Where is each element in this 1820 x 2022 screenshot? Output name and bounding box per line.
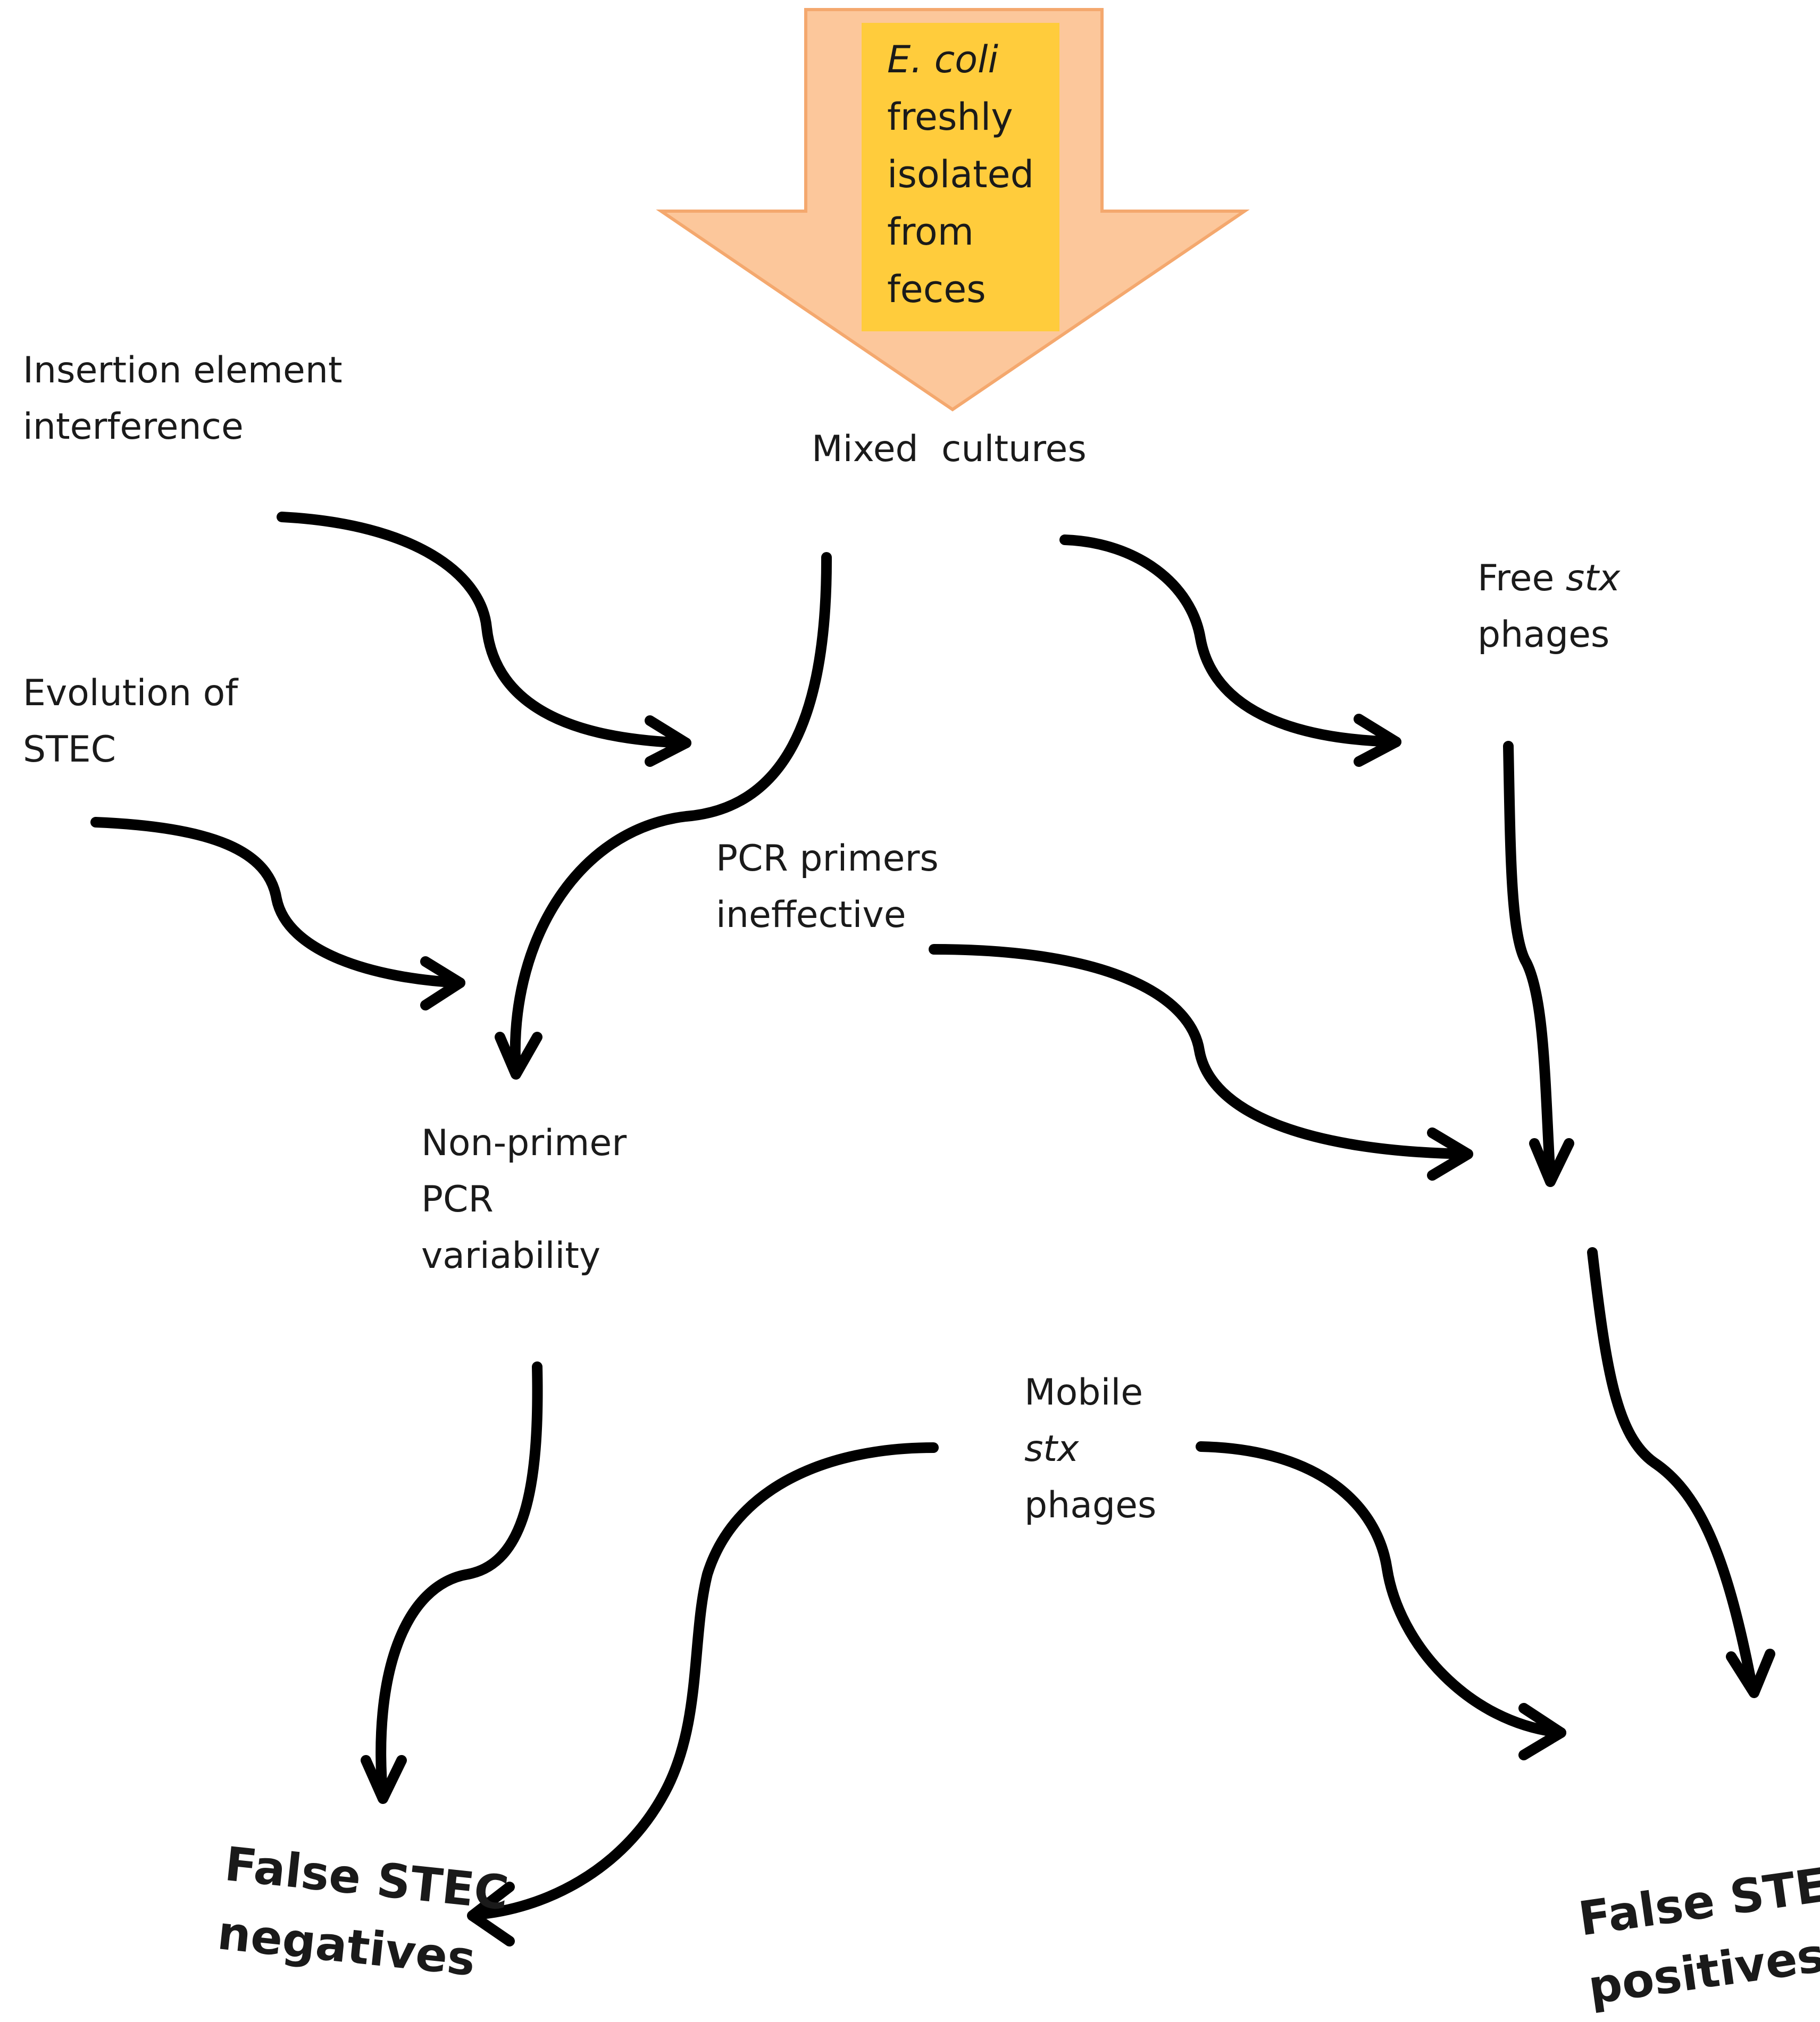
connector-mobile-to-positives — [1196, 1441, 1566, 1738]
connector-mixed-to-free-stx — [1059, 534, 1401, 747]
connector-free-stx-down — [1503, 741, 1556, 1183]
arrowhead-evolution-stec — [420, 956, 465, 1010]
node-false-negatives: False STEC negatives — [214, 1829, 512, 1997]
node-non-primer-line3: variability — [421, 1235, 601, 1277]
top-box-line: feces — [887, 268, 986, 311]
connector-pcr-primers — [929, 944, 1473, 1159]
node-pcr-primers-line2: ineffective — [716, 894, 906, 936]
node-mixed-cultures: Mixed cultures — [812, 421, 1087, 478]
node-insertion-element-line1: Insertion element — [23, 349, 343, 391]
node-non-primer: Non-primer PCR variability — [421, 1115, 627, 1284]
arrowhead-pcr-primers — [1427, 1127, 1473, 1181]
node-pcr-primers: PCR primers ineffective — [716, 831, 939, 943]
top-box-line: E. coli — [887, 38, 998, 81]
arrowhead-mixed-to-free-stx — [1354, 714, 1401, 767]
node-mobile-stx-phages: Mobile stx phages — [1024, 1365, 1156, 1534]
node-insertion-element: Insertion element interference — [23, 342, 343, 455]
arrowhead-mobile-to-negatives — [467, 1882, 515, 1946]
node-pcr-primers-line1: PCR primers — [716, 838, 939, 880]
connector-insertion-element — [277, 512, 691, 748]
node-mixed-cultures-label: Mixed cultures — [812, 428, 1087, 470]
top-box-text: E. coli freshly isolated from feces — [887, 31, 1034, 318]
node-evolution-stec-line1: Evolution of — [23, 672, 238, 714]
arrowhead-free-stx-down — [1529, 1138, 1574, 1187]
node-mobile-stx-italic: stx — [1024, 1428, 1079, 1470]
node-mobile-stx-line1: Mobile — [1024, 1372, 1143, 1414]
connector-evolution-stec — [90, 817, 465, 988]
arrowhead-insertion-element — [645, 715, 691, 767]
arrowhead-mixed-to-nonprimer — [495, 1032, 542, 1080]
node-free-stx-prefix: Free — [1477, 557, 1566, 599]
connector-to-false-positives — [1587, 1247, 1758, 1694]
arrowhead-mobile-to-positives — [1518, 1703, 1566, 1760]
node-evolution-stec-line2: STEC — [23, 729, 116, 771]
top-box-line: isolated — [887, 153, 1034, 196]
node-non-primer-line1: Non-primer — [421, 1122, 627, 1164]
node-free-stx-phages: Free stx phages — [1477, 550, 1620, 663]
node-non-primer-line2: PCR — [421, 1179, 494, 1221]
node-insertion-element-line2: interference — [23, 406, 244, 448]
highlight-box — [862, 23, 1059, 331]
node-free-stx-line2: phages — [1477, 614, 1610, 656]
top-box-line: freshly — [887, 95, 1013, 139]
top-box-line: from — [887, 210, 974, 254]
arrowhead-nonprimer-to-negatives — [361, 1755, 407, 1804]
connector-mobile-to-negatives — [471, 1442, 939, 1920]
node-free-stx-italic: stx — [1565, 557, 1621, 599]
arrowhead-to-false-positives — [1726, 1649, 1775, 1698]
connector-nonprimer-to-negatives — [375, 1361, 543, 1803]
node-mobile-stx-line3: phages — [1024, 1484, 1157, 1526]
node-evolution-stec: Evolution of STEC — [23, 665, 238, 778]
connector-mixed-to-nonprimer — [510, 552, 832, 1077]
